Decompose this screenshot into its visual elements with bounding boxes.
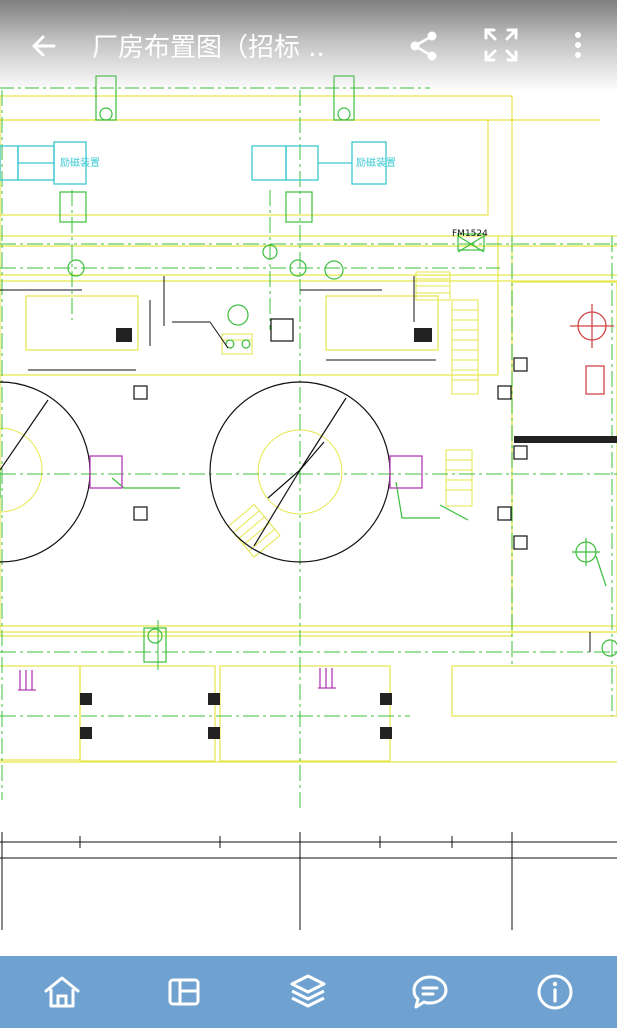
layers-icon[interactable] bbox=[286, 970, 330, 1014]
bottom-toolbar bbox=[0, 956, 617, 1028]
green-equipment bbox=[0, 75, 617, 663]
equipment-label-right: 励磁装置 bbox=[356, 156, 396, 169]
red-elements bbox=[570, 304, 614, 395]
door-label: FM1524 bbox=[452, 229, 488, 239]
anchor-blocks bbox=[80, 328, 432, 739]
share-icon[interactable] bbox=[406, 28, 442, 64]
equipment-label-left: 励磁装置 bbox=[60, 156, 100, 169]
back-arrow-icon[interactable] bbox=[28, 30, 60, 62]
excitation-units bbox=[0, 141, 387, 185]
wall-outlines bbox=[0, 95, 617, 763]
info-icon[interactable] bbox=[533, 970, 577, 1014]
document-title: 厂房布置图（招标 .. bbox=[92, 33, 325, 63]
stairs bbox=[0, 271, 479, 558]
hatched-wall bbox=[514, 436, 617, 443]
generator-pits bbox=[0, 318, 528, 563]
layout-panel-icon[interactable] bbox=[162, 970, 206, 1014]
fullscreen-icon[interactable] bbox=[482, 26, 520, 64]
magenta-elements bbox=[18, 455, 423, 691]
dimension-lines bbox=[0, 276, 617, 930]
comment-icon[interactable] bbox=[408, 970, 452, 1014]
center-lines bbox=[0, 87, 617, 810]
top-app-bar: 厂房布置图（招标 .. bbox=[0, 0, 617, 92]
home-icon[interactable] bbox=[40, 970, 84, 1014]
more-vertical-icon[interactable] bbox=[568, 28, 588, 64]
